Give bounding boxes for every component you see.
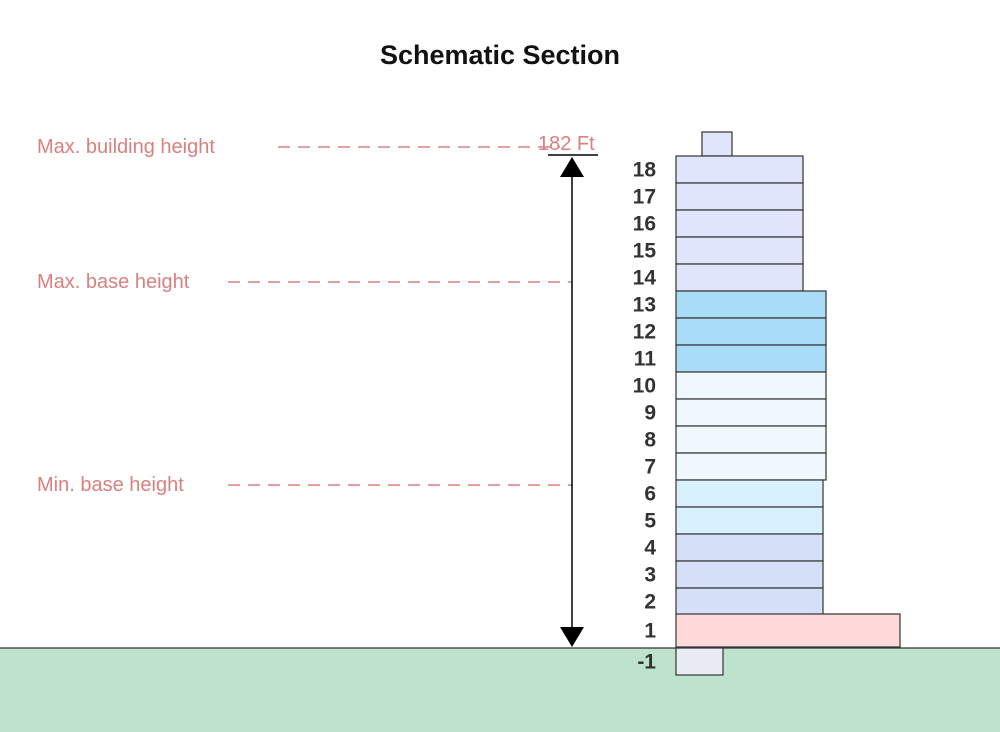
floor-10-label: 10 — [633, 375, 656, 398]
height-value-label: 182 Ft — [538, 133, 595, 155]
floor-13-block — [675, 290, 827, 319]
floor-6-label: 6 — [644, 483, 656, 506]
floor-1-label: 1 — [644, 620, 656, 643]
floor-10-block — [675, 371, 827, 400]
floor-5-label: 5 — [644, 510, 656, 533]
reference-min-base: Min. base height — [37, 474, 572, 496]
floor-12-block — [675, 317, 827, 346]
arrow-head-down — [560, 627, 584, 647]
floor-7-label: 7 — [644, 456, 656, 479]
floor-4-block — [675, 533, 824, 562]
max-building-height-label: Max. building height — [37, 136, 215, 158]
reference-max-base: Max. base height — [37, 271, 572, 293]
arrow-head-up — [560, 157, 584, 177]
ground — [0, 648, 1000, 732]
floor-3-label: 3 — [644, 564, 656, 587]
floor-15-label: 15 — [633, 240, 657, 263]
floor-13-label: 13 — [633, 294, 656, 317]
floor-18-block — [675, 155, 804, 184]
floor-17-label: 17 — [633, 186, 656, 209]
floor-9-block — [675, 398, 827, 427]
max-base-height-label: Max. base height — [37, 271, 190, 293]
floor-14-label: 14 — [633, 267, 657, 290]
floor-7-block — [675, 452, 827, 481]
floor-4-label: 4 — [644, 537, 656, 560]
rooftop-structure — [701, 131, 733, 157]
floor-15-block — [675, 236, 804, 265]
floor-17-block — [675, 182, 804, 211]
floor-9-label: 9 — [644, 402, 656, 425]
floor-12-label: 12 — [633, 321, 656, 344]
floor-1-block — [675, 613, 901, 648]
floor-14-block — [675, 263, 804, 292]
reference-max-building: Max. building height — [37, 136, 560, 158]
height-dimension-arrow — [560, 157, 584, 647]
floor-16-label: 16 — [633, 213, 656, 236]
floor-11-label: 11 — [634, 348, 657, 371]
diagram-title: Schematic Section — [379, 40, 621, 70]
floor-minus-1-block — [675, 647, 724, 676]
floor-3-block — [675, 560, 824, 589]
floor-8-block — [675, 425, 827, 454]
floor-18-label: 18 — [633, 159, 657, 182]
floor-minus-1-label: -1 — [637, 651, 656, 674]
floor-8-label: 8 — [644, 429, 656, 452]
floor-2-block — [675, 587, 824, 616]
floor-11-block — [675, 344, 827, 373]
floor-5-block — [675, 506, 824, 535]
floor-16-block — [675, 209, 804, 238]
floor-2-label: 2 — [644, 591, 656, 614]
floor-6-block — [675, 479, 824, 508]
min-base-height-label: Min. base height — [37, 474, 184, 496]
floor-stack: 18 17 16 15 14 13 12 11 10 9 8 7 6 5 4 3 2 1 -1 — [633, 155, 901, 676]
